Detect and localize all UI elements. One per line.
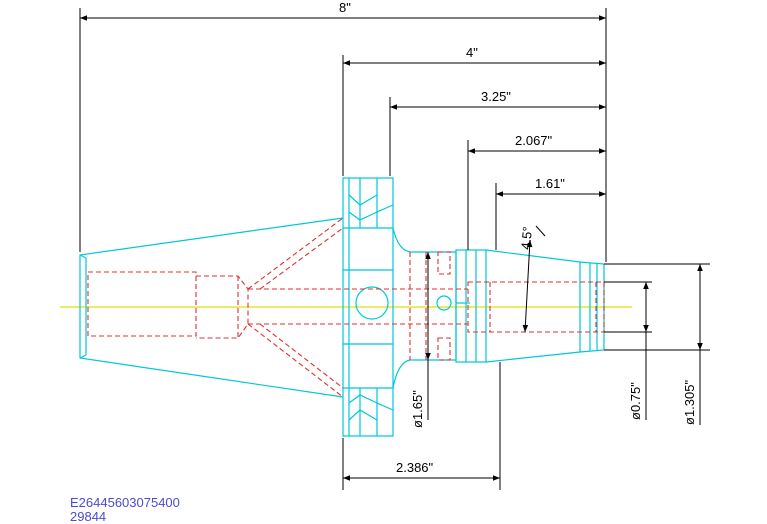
dim-3-25: 3.25" [481,89,511,104]
dim-2-386: 2.386" [396,460,434,475]
dim-1-61: 1.61" [535,176,565,191]
dim-flange-to-end: 4" [466,45,478,60]
dimension-lines [79,8,710,490]
dim-taper-angle: 4.5° [518,226,535,251]
dim-dia-1-305: ø1.305" [682,380,697,425]
dim-2-067: 2.067" [515,133,553,148]
part-number: E26445603075400 [70,495,180,510]
dim-overall-length: 8" [339,0,351,15]
dim-dia-1-65: ø1.65" [410,390,425,428]
reference-code: 29844 [70,509,107,524]
dim-dia-0-75: ø0.75" [628,382,643,420]
